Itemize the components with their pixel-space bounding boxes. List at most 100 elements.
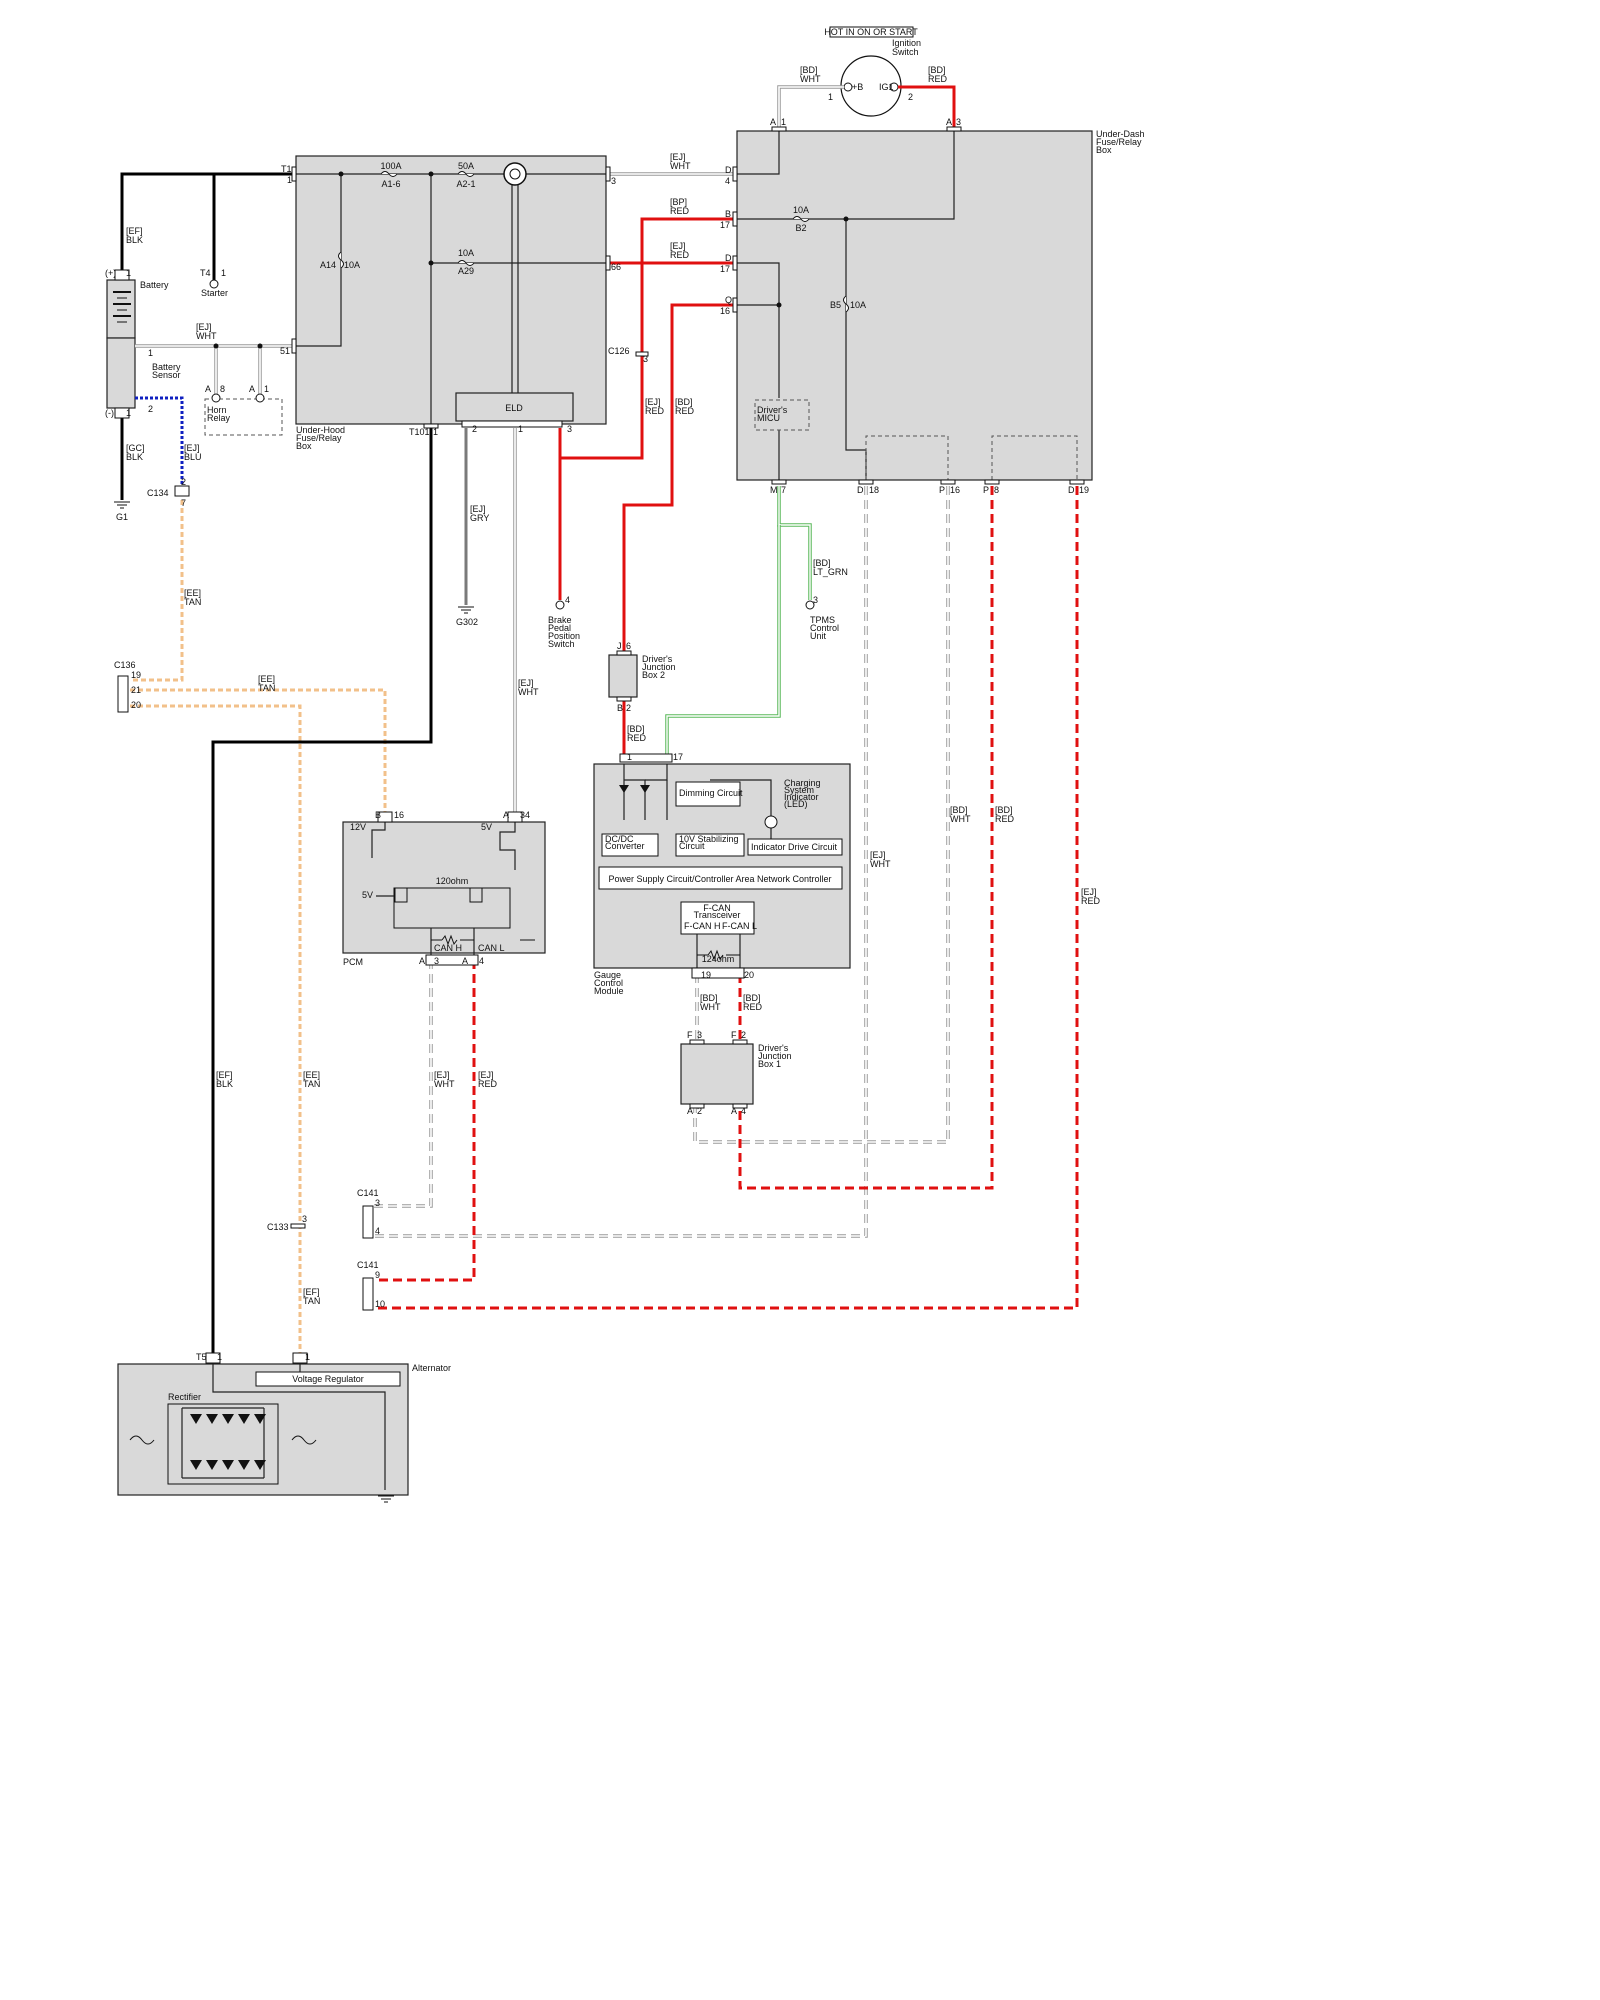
dcdc-converter <box>601 833 659 857</box>
svg-text:1: 1 <box>627 752 632 762</box>
svg-text:3: 3 <box>643 354 648 364</box>
wire-ej-red-d19 <box>374 486 1079 1310</box>
svg-text:RED: RED <box>995 814 1015 824</box>
svg-text:RED: RED <box>627 733 647 743</box>
gauge-dcdc-2: Converter <box>605 841 645 851</box>
svg-text:1: 1 <box>433 427 438 437</box>
ignition-ig1: IG1 <box>879 82 894 92</box>
svg-text:A: A <box>946 117 952 127</box>
connector-c134: C134 <box>147 488 169 498</box>
svg-text:34: 34 <box>520 810 530 820</box>
svg-text:A: A <box>205 384 211 394</box>
svg-text:WHT: WHT <box>434 1079 455 1089</box>
gauge-charging-2: System <box>784 785 814 795</box>
fuse-a14-label: A14 <box>320 260 336 270</box>
ground-g1-label: G1 <box>116 512 128 522</box>
svg-text:[BD]: [BD] <box>743 993 761 1003</box>
gauge-power-supply: Power Supply Circuit/Controller Area Net… <box>608 874 831 884</box>
svg-text:1: 1 <box>264 384 269 394</box>
svg-text:[EJ]: [EJ] <box>870 850 886 860</box>
c141a-connector <box>362 1205 374 1239</box>
wire-ef-blk-alternator <box>211 428 433 1356</box>
svg-text:J: J <box>617 641 622 651</box>
wire-ef-blk-battery <box>120 172 296 280</box>
svg-text:6: 6 <box>626 641 631 651</box>
svg-text:P: P <box>939 485 945 495</box>
battery-sensor-label-1: Battery <box>152 362 181 372</box>
wire-bd-red-djb2 <box>622 303 737 655</box>
wire-bd-red-ignition <box>898 85 956 131</box>
svg-text:Q: Q <box>725 295 732 305</box>
svg-text:[BD]: [BD] <box>700 993 718 1003</box>
svg-text:[EJ]: [EJ] <box>196 322 212 332</box>
connector-t1: T1 <box>281 164 292 174</box>
c126-connector <box>635 351 649 357</box>
fuse-b5-symbol <box>843 295 849 313</box>
voltage-regulator-label: Voltage Regulator <box>292 1374 364 1384</box>
svg-text:3: 3 <box>567 424 572 434</box>
svg-text:21: 21 <box>131 685 141 695</box>
under-dash-label-2: Fuse/Relay <box>1096 137 1142 147</box>
svg-text:WHT: WHT <box>196 331 217 341</box>
connector-t4: T4 <box>200 268 211 278</box>
under-hood-label-2: Fuse/Relay <box>296 433 342 443</box>
gauge-label-3: Module <box>594 986 624 996</box>
svg-text:1: 1 <box>781 117 786 127</box>
wire-bd-red-p8 <box>738 486 994 1190</box>
svg-text:16: 16 <box>394 810 404 820</box>
wire-ee-tan-alt <box>130 704 302 1356</box>
svg-text:3: 3 <box>813 595 818 605</box>
svg-text:A: A <box>419 956 425 966</box>
svg-text:1: 1 <box>221 268 226 278</box>
svg-text:A: A <box>770 117 776 127</box>
brake-switch-terminal <box>555 600 565 610</box>
svg-text:M: M <box>770 485 778 495</box>
svg-text:4: 4 <box>479 956 484 966</box>
wire-labels: [BD]WHT [BD]RED [EF]BLK [EJ]WHT [GC]BLK … <box>126 65 1101 1306</box>
svg-text:4: 4 <box>741 1106 746 1116</box>
svg-text:F: F <box>731 1030 737 1040</box>
ground-g1-symbol <box>114 501 130 509</box>
svg-text:3: 3 <box>434 956 439 966</box>
connector-t5: T5 <box>196 1352 207 1362</box>
brake-label-2: Pedal <box>548 623 571 633</box>
fuse-b2-symbol <box>792 216 810 222</box>
drivers-micu-label-2: MICU <box>757 413 780 423</box>
gauge-fcan-l: F-CAN L <box>722 921 757 931</box>
gauge-charging-1: Charging <box>784 778 821 788</box>
battery-sensor <box>106 337 136 409</box>
svg-text:B: B <box>725 209 731 219</box>
svg-text:[EE]: [EE] <box>184 588 201 598</box>
svg-text:[EJ]: [EJ] <box>518 678 534 688</box>
tpms-terminal <box>805 600 815 610</box>
connector-c141-a: C141 <box>357 1188 379 1198</box>
svg-text:RED: RED <box>1081 896 1101 906</box>
svg-text:8: 8 <box>994 485 999 495</box>
svg-text:[BD]: [BD] <box>950 805 968 815</box>
svg-text:1: 1 <box>217 1352 222 1362</box>
battery-neg: (-) <box>105 408 114 418</box>
fcan-transceiver <box>680 901 755 935</box>
tpms-label-3: Unit <box>810 631 827 641</box>
svg-text:[EJ]: [EJ] <box>670 152 686 162</box>
svg-text:2: 2 <box>697 1106 702 1116</box>
gauge-124ohm: 124ohm <box>702 954 735 964</box>
gauge-indicator-drive: Indicator Drive Circuit <box>751 842 838 852</box>
gauge-fcan-1: F-CAN <box>703 903 731 913</box>
svg-text:P: P <box>983 485 989 495</box>
diagram-canvas: HOT IN ON OR START +B IG1 Ignition Switc… <box>105 26 1145 1503</box>
connector-c136: C136 <box>114 660 136 670</box>
svg-text:TAN: TAN <box>258 683 275 693</box>
gauge-dimming-label: Dimming Circuit <box>679 788 743 798</box>
gauge-label-2: Control <box>594 978 623 988</box>
svg-text:1: 1 <box>126 408 131 418</box>
eld-module <box>455 392 574 422</box>
svg-text:BLK: BLK <box>216 1079 233 1089</box>
c134-connector <box>174 485 190 497</box>
horn-relay-label-2: Relay <box>207 413 231 423</box>
svg-text:1: 1 <box>148 348 153 358</box>
indicator-drive-circuit <box>747 838 843 856</box>
rectifier <box>167 1403 279 1485</box>
ignition-pin-2: 2 <box>908 92 913 102</box>
svg-text:A: A <box>731 1106 737 1116</box>
